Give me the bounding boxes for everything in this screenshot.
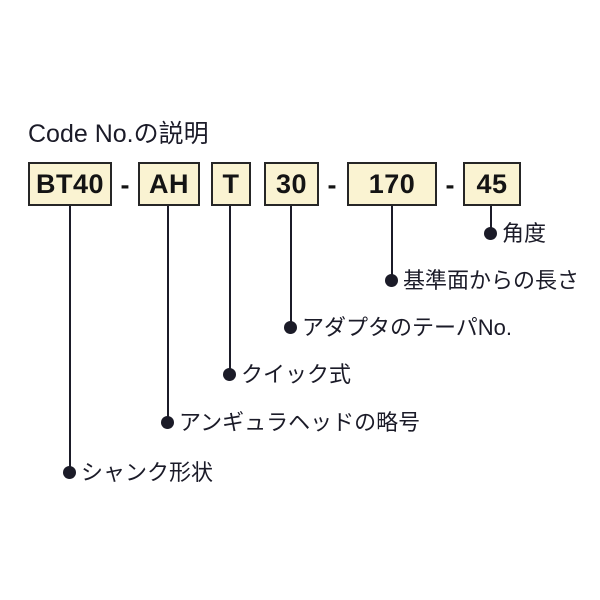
callout-label-angular-head: アンギュラヘッドの略号 — [179, 410, 421, 435]
code-box-length: 170 — [347, 162, 437, 206]
leader-dot-angle — [484, 227, 497, 240]
separator-1: - — [120, 169, 130, 200]
callout-label-shank: シャンク形状 — [81, 460, 214, 485]
code-box-adapter-taper: 30 — [264, 162, 319, 206]
leader-dot-length — [385, 274, 398, 287]
code-box-quick-type: T — [211, 162, 251, 206]
leader-dot-quick-type — [223, 368, 236, 381]
leader-line-angle — [490, 206, 492, 233]
code-box-shank: BT40 — [28, 162, 112, 206]
leader-line-quick-type — [229, 206, 231, 374]
leader-line-angular-head — [167, 206, 169, 422]
callout-label-angle: 角度 — [502, 221, 547, 246]
leader-line-length — [391, 206, 393, 280]
callout-label-length: 基準面からの長さ — [403, 268, 580, 293]
callout-label-adapter-taper: アダプタのテーパNo. — [302, 315, 513, 340]
leader-dot-angular-head — [161, 416, 174, 429]
page-title: Code No.の説明 — [28, 120, 209, 148]
leader-line-adapter-taper — [290, 206, 292, 327]
separator-3: - — [445, 169, 455, 200]
leader-dot-adapter-taper — [284, 321, 297, 334]
code-box-angle: 45 — [463, 162, 521, 206]
callout-label-quick-type: クイック式 — [241, 362, 352, 387]
leader-line-shank — [69, 206, 71, 472]
leader-dot-shank — [63, 466, 76, 479]
code-box-angular-head: AH — [138, 162, 200, 206]
separator-2: - — [327, 169, 337, 200]
